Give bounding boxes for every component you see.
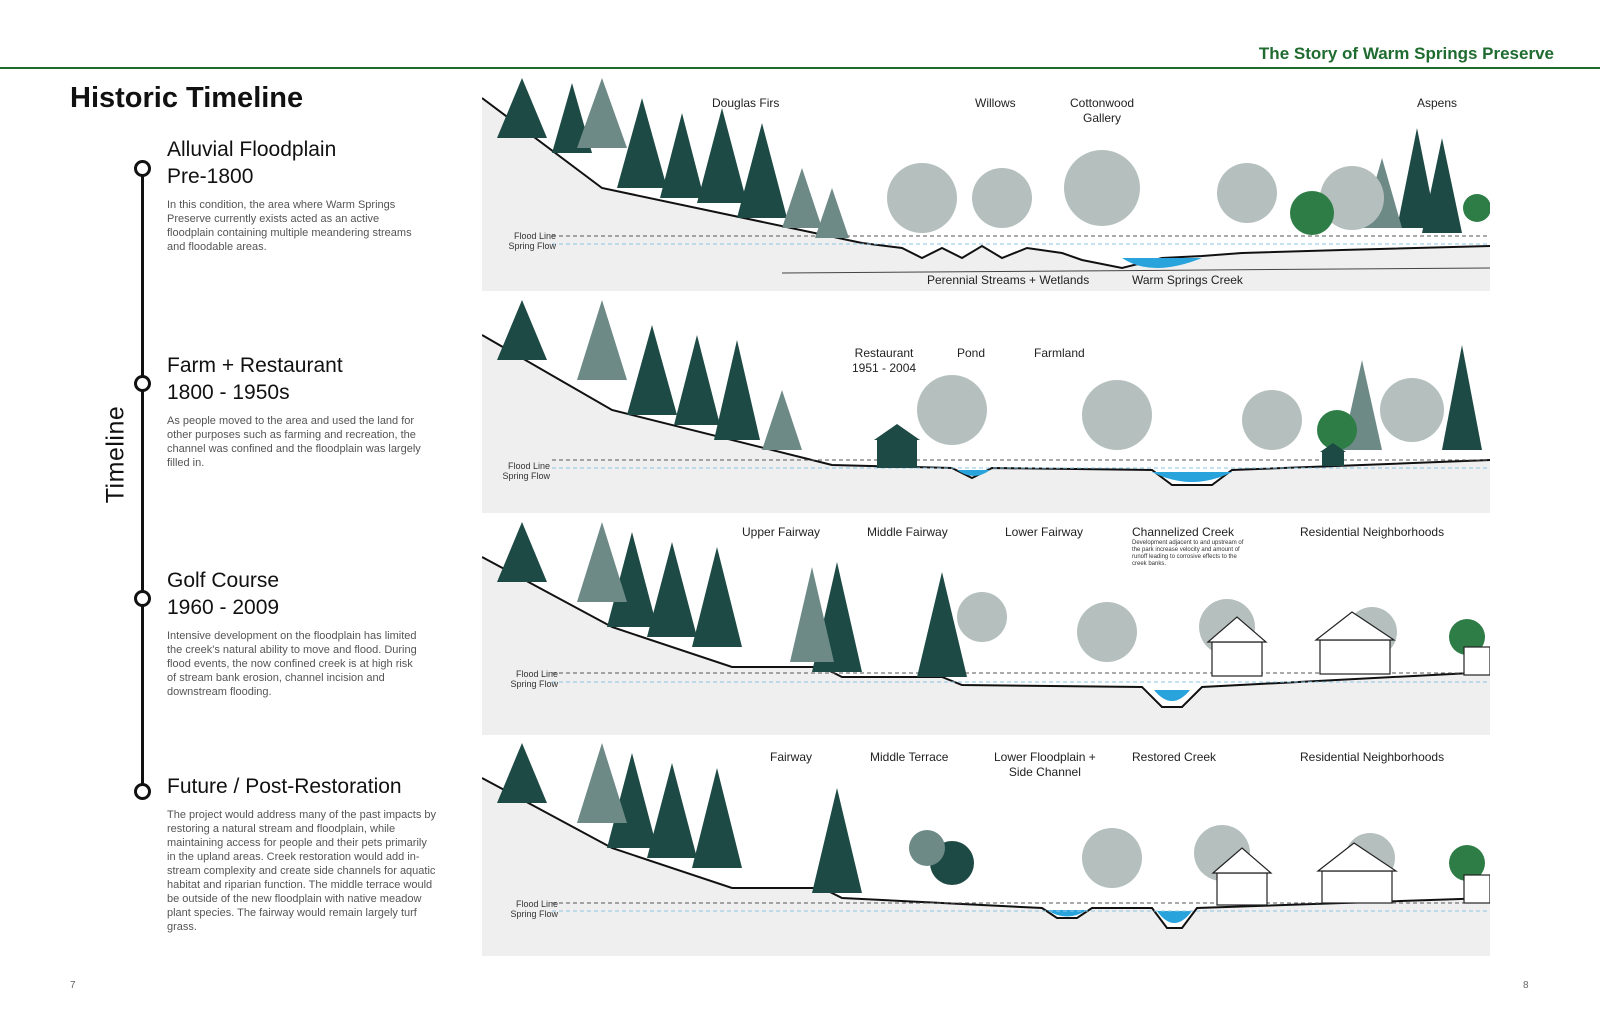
timeline-label: Timeline	[101, 405, 130, 504]
era-description: The project would address many of the pa…	[167, 809, 437, 933]
timeline-node	[134, 160, 151, 177]
label-flood-line: Flood Line	[515, 669, 558, 679]
label-restored-creek: Restored Creek	[1132, 750, 1217, 764]
era-farm-restaurant: Farm + Restaurant 1800 - 1950s As people…	[167, 352, 447, 470]
cross-section-future-restoration: Fairway Middle Terrace Lower Floodplain …	[482, 743, 1490, 956]
page-number-right: 8	[1523, 980, 1529, 991]
note-channelized-creek: Development adjacent to and upstream of …	[1132, 540, 1244, 567]
label-spring-flow: Spring Flow	[510, 679, 558, 689]
cross-section-alluvial-floodplain: Douglas Firs Willows Cottonwood Gallery …	[482, 78, 1490, 291]
label-middle-terrace: Middle Terrace	[870, 750, 949, 764]
document-header-title: The Story of Warm Springs Preserve	[1258, 44, 1554, 63]
label-middle-fairway: Middle Fairway	[867, 525, 948, 539]
timeline-node	[134, 590, 151, 607]
label-warm-springs-creek: Warm Springs Creek	[1132, 273, 1243, 287]
era-title: Golf Course	[167, 569, 280, 592]
era-golf-course: Golf Course 1960 - 2009 Intensive develo…	[167, 567, 447, 699]
section-illustration	[482, 743, 1490, 956]
era-description: In this condition, the area where Warm S…	[167, 199, 412, 253]
section-illustration	[482, 78, 1490, 291]
label-lower-fairway: Lower Fairway	[1005, 525, 1084, 539]
label-spring-flow: Spring Flow	[502, 471, 550, 481]
era-title: Alluvial Floodplain	[167, 138, 337, 161]
era-period: Pre-1800	[167, 165, 254, 188]
label-upper-fairway: Upper Fairway	[742, 525, 821, 539]
label-restaurant: Restaurant 1951 - 2004	[852, 346, 917, 375]
header-rule	[0, 67, 1600, 69]
label-channelized-creek: Channelized Creek	[1132, 525, 1235, 539]
label-lower-floodplain: Lower Floodplain + Side Channel	[994, 750, 1096, 779]
timeline-node	[134, 375, 151, 392]
label-flood-line: Flood Line	[515, 899, 558, 909]
era-future-restoration: Future / Post-Restoration The project wo…	[167, 773, 447, 934]
label-aspens: Aspens	[1417, 96, 1458, 110]
era-title: Farm + Restaurant	[167, 354, 343, 377]
page-title: Historic Timeline	[70, 82, 304, 114]
label-willows: Willows	[975, 96, 1016, 110]
label-cottonwood-gallery: Cottonwood Gallery	[1070, 96, 1135, 125]
label-spring-flow: Spring Flow	[510, 909, 558, 919]
era-period: 1960 - 2009	[167, 596, 280, 619]
era-title: Future / Post-Restoration	[167, 775, 402, 798]
label-flood-line: Flood Line	[507, 461, 550, 471]
timeline-node	[134, 783, 151, 800]
cross-section-golf-course: Upper Fairway Middle Fairway Lower Fairw…	[482, 522, 1490, 735]
era-description: Intensive development on the floodplain …	[167, 630, 417, 698]
cross-section-farm-restaurant: Restaurant 1951 - 2004 Pond Farmland Flo…	[482, 300, 1490, 513]
section-illustration	[482, 522, 1490, 735]
label-pond: Pond	[957, 346, 986, 360]
label-perennial-streams: Perennial Streams + Wetlands	[927, 273, 1090, 287]
page-number-left: 7	[70, 980, 76, 991]
section-illustration	[482, 300, 1490, 513]
label-farmland: Farmland	[1034, 346, 1085, 360]
timeline-line	[141, 163, 144, 793]
era-period: 1800 - 1950s	[167, 381, 290, 404]
label-douglas-firs: Douglas Firs	[712, 96, 780, 110]
label-residential-neighborhoods: Residential Neighborhoods	[1300, 525, 1445, 539]
label-flood-line: Flood Line	[513, 231, 556, 241]
label-residential-neighborhoods: Residential Neighborhoods	[1300, 750, 1445, 764]
label-fairway: Fairway	[770, 750, 813, 764]
era-description: As people moved to the area and used the…	[167, 415, 421, 469]
era-alluvial-floodplain: Alluvial Floodplain Pre-1800 In this con…	[167, 136, 447, 254]
label-spring-flow: Spring Flow	[508, 241, 556, 251]
